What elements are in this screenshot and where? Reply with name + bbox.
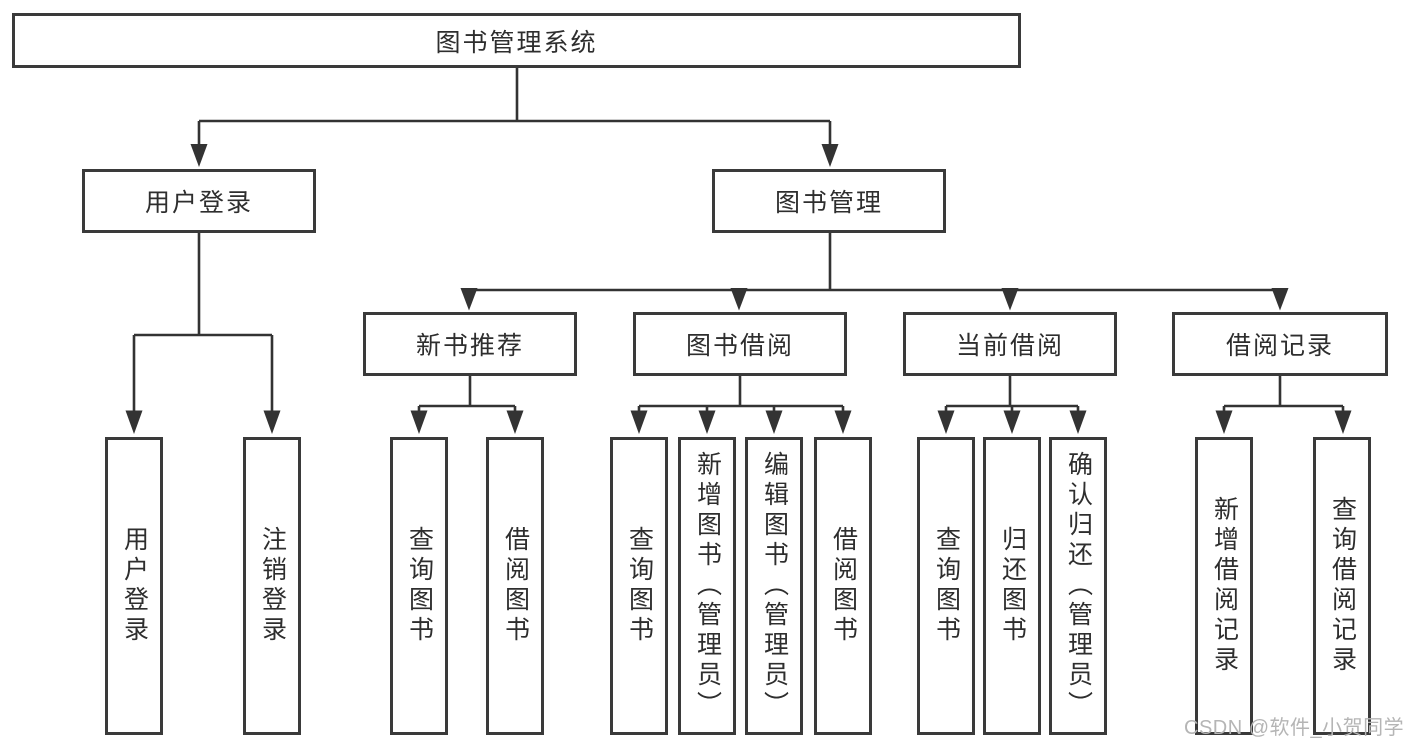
leaf-user-login: 用户登录 (105, 437, 163, 735)
leaf-current-confirm-return-admin: 确认归还（管理员） (1049, 437, 1107, 735)
node-borrowing-records: 借阅记录 (1172, 312, 1388, 376)
connector-current-borrow-branch (937, 376, 1087, 434)
node-label: 新增借阅记录 (1210, 496, 1239, 676)
node-label: 当前借阅 (955, 332, 1064, 360)
connector-new-book-branch (410, 376, 524, 434)
node-library-management-system: 图书管理系统 (12, 13, 1021, 68)
node-label: 新增图书（管理员） (693, 451, 722, 721)
connector-user-login-branch (125, 233, 281, 434)
connector-book-management-to-level3 (460, 233, 1289, 311)
connector-book-borrow-branch (630, 376, 852, 434)
node-label: 图书管理 (774, 189, 883, 217)
node-label: 借阅记录 (1225, 332, 1334, 360)
node-label: 图书管理系统 (435, 28, 598, 57)
node-label: 查询借阅记录 (1328, 496, 1357, 676)
node-label: 用户登录 (120, 526, 149, 646)
node-label: 图书借阅 (685, 332, 794, 360)
leaf-borrow-query-books: 查询图书 (610, 437, 668, 735)
leaf-newbook-query-books: 查询图书 (390, 437, 448, 735)
watermark-csdn: CSDN @软件_小贺同学 (1184, 717, 1405, 739)
node-label: 借阅图书 (829, 526, 858, 646)
node-book-borrowing: 图书借阅 (633, 312, 847, 376)
leaf-borrow-edit-books-admin: 编辑图书（管理员） (745, 437, 803, 735)
leaf-borrow-add-books-admin: 新增图书（管理员） (678, 437, 736, 735)
node-label: 查询图书 (405, 526, 434, 646)
node-label: 新书推荐 (415, 332, 524, 360)
leaf-current-query-books: 查询图书 (917, 437, 975, 735)
node-label: 用户登录 (144, 189, 253, 217)
connector-root-to-level2 (190, 68, 839, 167)
node-label: 确认归还（管理员） (1064, 451, 1093, 721)
node-label: 归还图书 (998, 526, 1027, 646)
node-label: 查询图书 (932, 526, 961, 646)
leaf-current-return-books: 归还图书 (983, 437, 1041, 735)
leaf-newbook-borrow-books: 借阅图书 (486, 437, 544, 735)
leaf-records-add-borrow-record: 新增借阅记录 (1195, 437, 1253, 735)
node-label: 编辑图书（管理员） (760, 451, 789, 721)
leaf-logout: 注销登录 (243, 437, 301, 735)
node-current-borrowing: 当前借阅 (903, 312, 1117, 376)
node-book-management: 图书管理 (712, 169, 946, 233)
node-user-login: 用户登录 (82, 169, 316, 233)
node-label: 借阅图书 (501, 526, 530, 646)
connector-borrow-record-branch (1215, 376, 1352, 434)
leaf-records-query-borrow-record: 查询借阅记录 (1313, 437, 1371, 735)
node-new-book-recommendation: 新书推荐 (363, 312, 577, 376)
node-label: 注销登录 (258, 526, 287, 646)
leaf-borrow-borrow-books: 借阅图书 (814, 437, 872, 735)
node-label: 查询图书 (625, 526, 654, 646)
